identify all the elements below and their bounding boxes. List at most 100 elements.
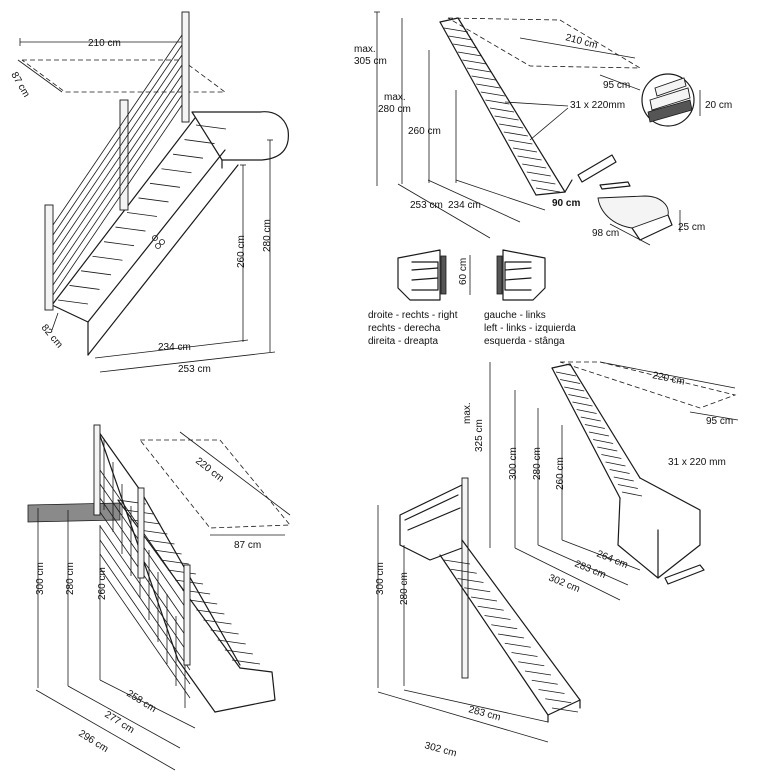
- d3-l277: 277 cm: [102, 709, 136, 736]
- d5-step: [464, 587, 491, 593]
- d3-infill: [99, 525, 191, 657]
- d5-step: [504, 642, 531, 648]
- d4-h300: 300 cm: [508, 447, 519, 480]
- d1-step: [69, 285, 100, 290]
- d1-length-234-label: 234 cm: [158, 342, 191, 353]
- d1-step: [149, 182, 181, 188]
- d3-step: [189, 599, 218, 605]
- d3-depth: 87 cm: [234, 540, 261, 551]
- d4-h280: 280 cm: [532, 447, 543, 480]
- d4-step: [617, 484, 638, 489]
- d1-step: [126, 212, 158, 217]
- dir-right-line2: rechts - derecha: [368, 323, 441, 334]
- d3-step: [167, 569, 196, 575]
- d2-step: [494, 115, 519, 121]
- d3-infill: [99, 567, 191, 699]
- d3-step: [224, 649, 253, 655]
- d3-infill: [99, 469, 191, 601]
- d1-rail: [52, 44, 183, 236]
- dir-left-line3: esquerda - stânga: [484, 336, 565, 347]
- d1-step: [92, 255, 123, 261]
- d4-step: [593, 439, 614, 444]
- dir-right-line1: droite - rechts - right: [368, 310, 458, 321]
- dir-left-line2: left - links - izquierda: [484, 323, 576, 334]
- d4-step: [560, 379, 581, 384]
- d3-width: 220 cm: [193, 456, 226, 485]
- d5-step: [551, 707, 579, 713]
- d2-step: [531, 179, 556, 185]
- d1-side-82-label: 82 cm: [39, 323, 65, 351]
- staircase-top-left: 210 cm 87 cm 260 cm 280 cm 234 cm 253 cm…: [8, 11, 289, 375]
- d1-length-253-label: 253 cm: [178, 364, 211, 375]
- d2-step: [508, 139, 533, 145]
- d5-step: [518, 661, 545, 667]
- d4-step: [597, 446, 618, 452]
- d2-max-line1: max.: [354, 44, 376, 55]
- d2-step: [476, 83, 501, 89]
- d2-tread: 31 x 220mm: [570, 100, 625, 111]
- d2-max280-line2: 280 cm: [378, 104, 411, 115]
- d2-l234: 234 cm: [448, 200, 481, 211]
- d1-width-label: 210 cm: [88, 38, 121, 49]
- d3-step: [132, 519, 161, 525]
- d1-step: [184, 139, 215, 144]
- d2-step: [466, 67, 492, 73]
- d4-step: [568, 394, 589, 399]
- d1-rail: [52, 74, 183, 266]
- staircase-bottom-right: 300 cm 280 cm 283 cm 302 cm: [375, 477, 581, 759]
- d5-step: [484, 615, 511, 620]
- d2-step: [480, 91, 505, 97]
- d1-rail: [52, 84, 183, 276]
- d5-step: [450, 568, 477, 574]
- d5-step: [524, 670, 552, 676]
- staircase-mid-right: max. 325 cm 300 cm 280 cm 260 cm 220 cm …: [462, 361, 739, 601]
- d2-step: [443, 27, 469, 33]
- d1-height-280-label: 280 cm: [262, 219, 273, 252]
- d4-width: 220 cm: [651, 370, 685, 388]
- d2-step: [512, 147, 538, 153]
- d5-l283: 283 cm: [467, 704, 502, 723]
- d4-step: [572, 401, 593, 407]
- staircase-top-right: max. 305 cm max. 280 cm 260 cm 253 cm 23…: [354, 11, 732, 347]
- d2-step: [462, 59, 487, 65]
- d2-step: [489, 107, 515, 113]
- d2-step: [522, 163, 547, 169]
- d2-step-h: 20 cm: [705, 100, 732, 111]
- d2-step: [499, 123, 524, 129]
- d4-step: [576, 409, 597, 414]
- d2-step: [503, 131, 528, 137]
- d4-h260: 260 cm: [555, 457, 566, 490]
- d5-step: [470, 596, 498, 602]
- d3-h260: 260 cm: [97, 567, 108, 600]
- d2-l253: 253 cm: [410, 200, 443, 211]
- d1-rail: [52, 104, 183, 296]
- d5-step: [477, 605, 504, 611]
- d2-h260: 260 cm: [408, 126, 441, 137]
- d2-step: [517, 155, 542, 161]
- d3-h300: 300 cm: [35, 562, 46, 595]
- d1-rail: [52, 54, 183, 246]
- d3-h280: 280 cm: [65, 562, 76, 595]
- d4-step: [605, 461, 626, 467]
- d2-w90: 90 cm: [552, 198, 580, 209]
- d2-step: [535, 187, 561, 193]
- d4-step: [601, 454, 622, 459]
- d4-l283: 283 cm: [573, 559, 608, 581]
- d2-step: [471, 75, 496, 81]
- d4-max-325: 325 cm: [474, 419, 485, 452]
- d2-plan-60: 60 cm: [458, 258, 469, 285]
- d1-step: [115, 226, 146, 232]
- d4-max-line1: max.: [462, 402, 473, 424]
- d3-step: [217, 639, 246, 645]
- d2-step: [457, 51, 482, 57]
- d1-rail: [52, 64, 183, 256]
- d1-step: [103, 241, 135, 247]
- d4-tread: 31 x 220 mm: [668, 457, 726, 468]
- d4-step: [613, 476, 634, 482]
- d4-step: [555, 371, 577, 377]
- d5-l302: 302 cm: [423, 740, 458, 759]
- d3-step: [203, 619, 232, 625]
- d5-step: [491, 624, 518, 630]
- d3-l296: 296 cm: [76, 728, 110, 755]
